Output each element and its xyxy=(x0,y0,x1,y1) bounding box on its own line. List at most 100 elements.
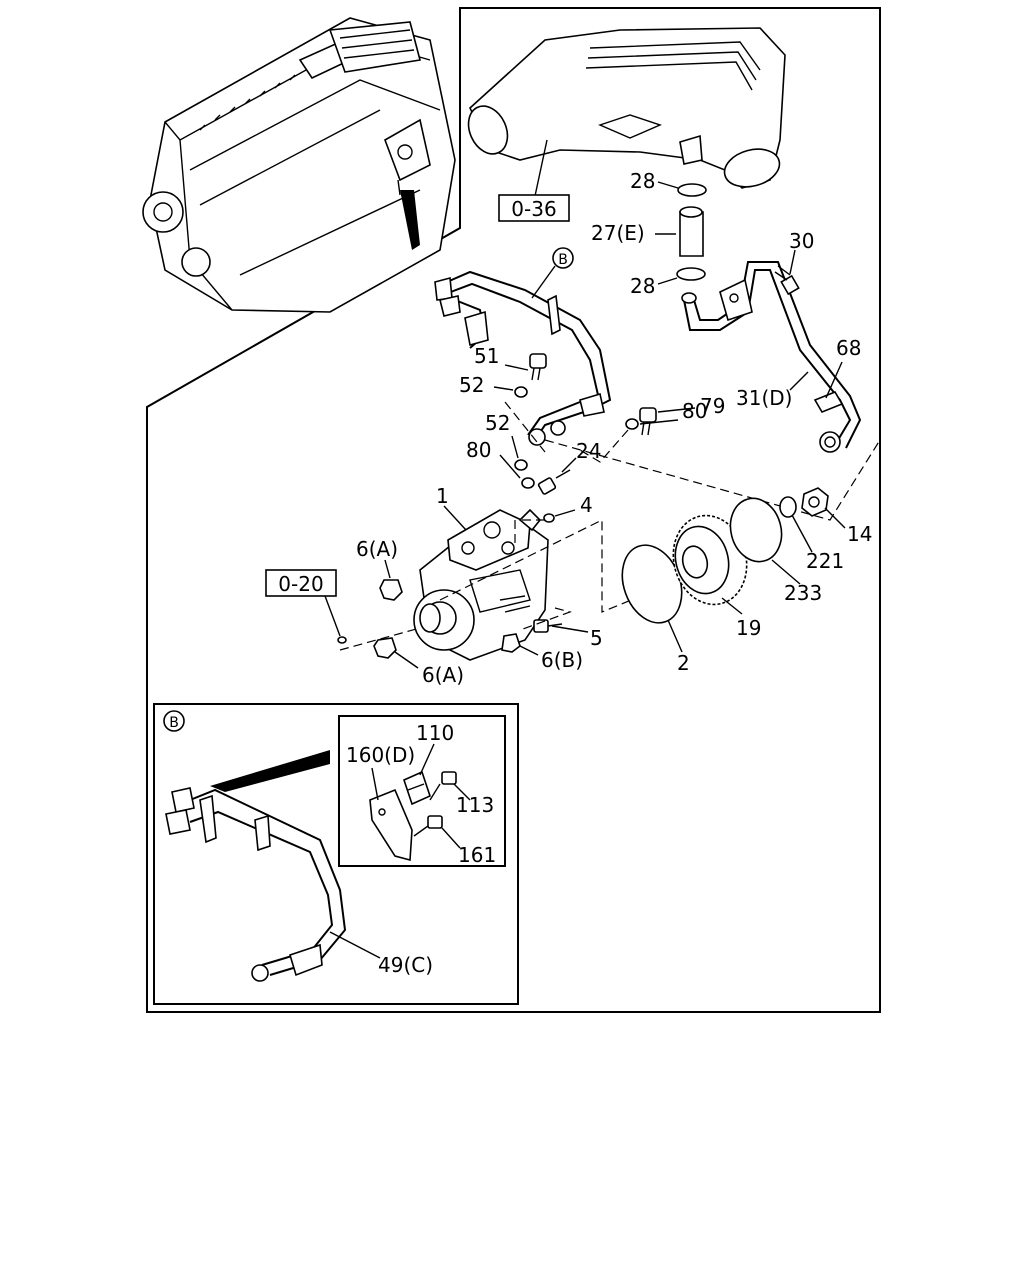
callout-24: 24 xyxy=(576,439,601,463)
callout-4: 4 xyxy=(580,493,593,517)
leader-0-36 xyxy=(534,139,548,197)
hose-27e xyxy=(679,206,704,257)
ref-box-0-20 xyxy=(265,569,337,597)
callout-19: 19 xyxy=(736,616,761,640)
callout-68: 68 xyxy=(836,336,861,360)
leader-2 xyxy=(667,619,683,653)
key-4 xyxy=(543,513,555,523)
callout-80-left: 80 xyxy=(466,438,491,462)
leader-113 xyxy=(453,783,471,801)
bolt-6a-top xyxy=(379,579,403,601)
callout-6a-top: 6(A) xyxy=(356,537,398,561)
washer-52-bottom xyxy=(514,459,528,471)
callout-31d: 31(D) xyxy=(736,386,792,410)
leader-5 xyxy=(551,625,589,633)
engine-block-illustration xyxy=(142,17,456,313)
bolt-161 xyxy=(413,815,443,837)
callout-1: 1 xyxy=(436,484,449,508)
bolt-6a-bottom xyxy=(373,637,397,659)
leader-80-right xyxy=(639,419,679,425)
leader-28-top xyxy=(657,181,679,189)
bolt-6b xyxy=(501,633,521,653)
leader-b-main xyxy=(531,265,556,299)
pipe-49c xyxy=(165,750,347,982)
ref-box-0-36 xyxy=(498,194,570,222)
callout-233: 233 xyxy=(784,581,822,605)
inset-detail-frame xyxy=(338,715,506,867)
callout-221: 221 xyxy=(806,549,844,573)
bolt-30 xyxy=(774,265,800,296)
leader-19 xyxy=(721,597,743,615)
leader-28-bottom xyxy=(657,277,678,285)
washer-221 xyxy=(779,496,797,518)
leader-68 xyxy=(825,361,843,399)
callout-79: 79 xyxy=(700,394,725,418)
gear-19 xyxy=(672,514,748,606)
clamp-28-bottom xyxy=(676,267,706,281)
inset-b-frame xyxy=(153,703,519,1005)
leader-161 xyxy=(441,827,461,849)
fuel-pump-1 xyxy=(413,508,549,661)
bolt-79 xyxy=(639,407,657,436)
bolt-51 xyxy=(529,353,547,381)
marker-b-main: B xyxy=(558,252,568,268)
leader-14 xyxy=(824,507,846,529)
leader-6b xyxy=(519,645,539,656)
leader-221 xyxy=(791,514,813,553)
callout-6b: 6(B) xyxy=(541,648,583,672)
callout-51: 51 xyxy=(474,344,499,368)
ref-label-0-20: 0-20 xyxy=(278,572,323,596)
callout-160d: 160(D) xyxy=(346,743,415,767)
pin-0-20 xyxy=(337,636,347,644)
leader-51 xyxy=(504,364,529,371)
washer-80-right xyxy=(625,418,639,430)
callout-5: 5 xyxy=(590,626,603,650)
callout-161: 161 xyxy=(458,843,496,867)
callout-28-top: 28 xyxy=(630,169,655,193)
callout-14: 14 xyxy=(847,522,872,546)
callout-28-bottom: 28 xyxy=(630,274,655,298)
guide-gear-axis xyxy=(544,439,881,521)
pipe-assembly-b xyxy=(434,270,612,446)
leader-80-left xyxy=(499,454,521,479)
marker-b-inset: B xyxy=(169,715,179,731)
bolt-24 xyxy=(537,469,571,495)
pipe-31d xyxy=(681,261,862,453)
leader-0-20 xyxy=(324,595,341,637)
leader-110 xyxy=(419,743,435,776)
leader-52-top xyxy=(493,386,514,391)
callout-27e: 27(E) xyxy=(591,221,645,245)
leader-30 xyxy=(789,249,796,275)
callout-113: 113 xyxy=(456,793,494,817)
leader-1 xyxy=(443,505,467,531)
callout-49c: 49(C) xyxy=(378,953,433,977)
intake-duct xyxy=(467,27,786,189)
washer-52-top xyxy=(514,386,528,398)
callout-30: 30 xyxy=(789,229,814,253)
callout-80-right: 80 xyxy=(682,399,707,423)
callout-52-top: 52 xyxy=(459,373,484,397)
leader-24 xyxy=(561,457,577,473)
leader-49c xyxy=(329,931,381,959)
callout-2: 2 xyxy=(677,651,690,675)
leader-6a-top xyxy=(384,559,391,579)
bolt-113 xyxy=(429,771,457,801)
callout-110: 110 xyxy=(416,721,454,745)
callout-6a-bottom: 6(A) xyxy=(422,663,464,687)
nut-14 xyxy=(801,487,829,517)
marker-b-main-circle xyxy=(552,247,574,269)
marker-b-inset-circle xyxy=(163,710,185,732)
leader-52-bottom xyxy=(511,435,519,459)
clip-110 xyxy=(403,770,431,806)
leader-160d xyxy=(371,767,379,801)
ref-label-0-36: 0-36 xyxy=(511,197,556,221)
oring-233 xyxy=(729,497,783,563)
clamp-28-top xyxy=(677,183,707,197)
leader-4 xyxy=(554,509,576,517)
leader-31d xyxy=(789,371,809,391)
leader-233 xyxy=(771,559,801,585)
bracket-160d xyxy=(369,788,413,862)
washer-80-left xyxy=(521,477,535,489)
guide-washers xyxy=(504,401,629,463)
